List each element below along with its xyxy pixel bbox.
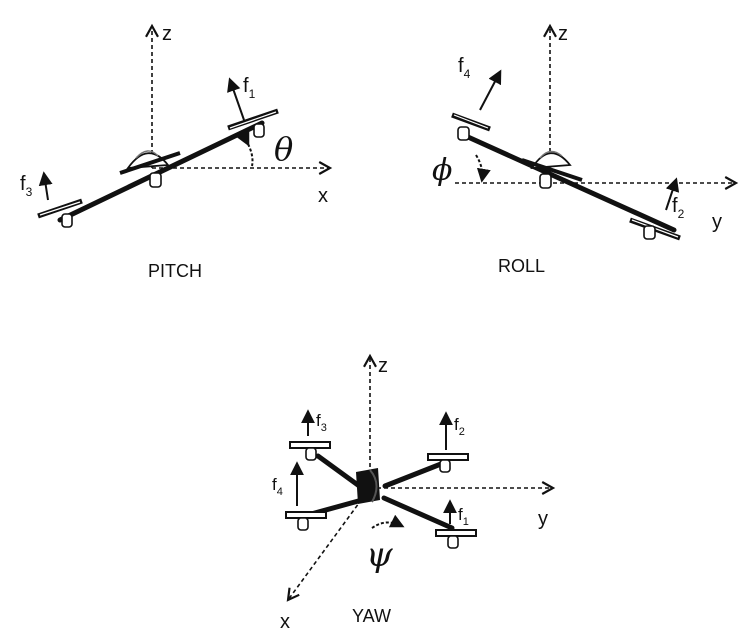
roll-caption: ROLL (498, 256, 545, 276)
roll-force-arrow-f4 (479, 69, 502, 111)
pitch-caption: PITCH (148, 261, 202, 281)
pitch-z-label: z (162, 23, 172, 45)
roll-force-label-f4: f4 (458, 55, 471, 81)
pitch-force-label-f1: f1 (243, 75, 256, 101)
pitch-rotor-3 (37, 198, 83, 228)
roll-force-label-f2: f2 (672, 195, 685, 221)
yaw-angle-label: ψ (366, 535, 393, 575)
pitch-hub (119, 150, 181, 188)
yaw-rotor-2 (427, 453, 469, 473)
pitch-force-arrow-f3 (38, 171, 53, 201)
yaw-caption: YAW (352, 606, 391, 626)
roll-force-arrow-f2 (665, 177, 680, 211)
yaw-force-label-f2: f2 (454, 415, 465, 438)
yaw-x-label: x (280, 611, 290, 633)
pitch-force-arrow-f1 (227, 77, 245, 121)
pitch-rotor-1 (227, 108, 279, 138)
pitch-angle-arc (236, 130, 254, 167)
yaw-angle-arc (371, 514, 405, 529)
yaw-panel: z y x f3 (272, 353, 556, 633)
pitch-arm (57, 120, 265, 223)
roll-z-label: z (558, 23, 568, 45)
roll-y-label: y (712, 211, 722, 233)
pitch-x-label: x (318, 185, 328, 207)
yaw-y-label: y (538, 508, 548, 530)
roll-angle-arc (475, 154, 491, 183)
yaw-rotor-1 (435, 529, 477, 549)
yaw-x-axis (286, 487, 371, 602)
roll-angle-label: ϕ (432, 153, 452, 188)
yaw-force-label-f3: f3 (316, 411, 327, 434)
pitch-angle-label: θ (274, 130, 293, 168)
yaw-force-label-f1: f1 (458, 505, 469, 528)
roll-panel: z y f4 f2 ϕ ROLL (432, 23, 739, 276)
pitch-force-label-f3: f3 (20, 173, 33, 199)
pitch-panel: z x f1 f3 θ PITCH (20, 23, 333, 281)
roll-rotor-4 (451, 112, 491, 141)
roll-rotor-2 (629, 217, 681, 241)
yaw-force-label-f4: f4 (272, 475, 283, 498)
roll-hub (521, 150, 583, 189)
yaw-rotor-3 (289, 441, 331, 461)
yaw-rotor-4 (285, 511, 327, 531)
roll-arm (465, 134, 677, 233)
yaw-z-label: z (378, 355, 388, 377)
yaw-hub (356, 468, 380, 504)
